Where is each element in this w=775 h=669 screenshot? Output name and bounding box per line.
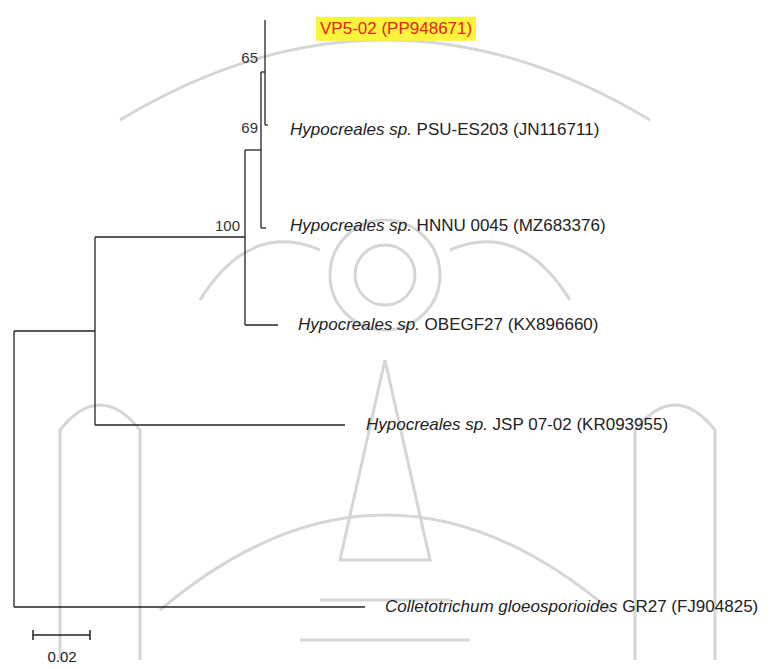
leaf-label: Hypocreales sp. HNNU 0045 (MZ683376) <box>290 216 606 236</box>
leaf-label: VP5-02 (PP948671) <box>316 17 476 41</box>
bootstrap-value: 100 <box>215 217 240 235</box>
bootstrap-value: 69 <box>241 119 258 137</box>
bootstrap-value: 65 <box>241 49 258 67</box>
leaf-label: Colletotrichum gloeosporioides GR27 (FJ9… <box>385 597 758 617</box>
scale-label: 0.02 <box>47 648 76 666</box>
scale-bar <box>33 630 90 640</box>
leaf-label: Hypocreales sp. PSU-ES203 (JN116711) <box>290 120 599 140</box>
leaf-label: Hypocreales sp. OBEGF27 (KX896660) <box>298 315 598 335</box>
leaf-label: Hypocreales sp. JSP 07-02 (KR093955) <box>366 415 668 435</box>
